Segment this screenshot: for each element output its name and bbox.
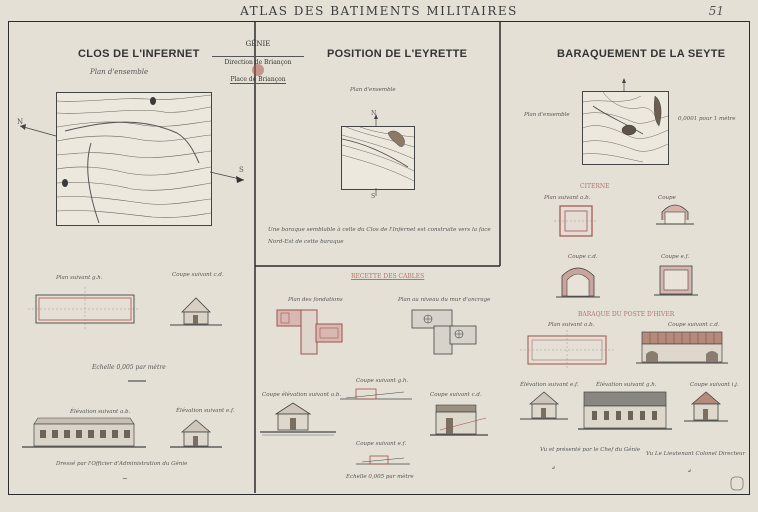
clos-south-label: S bbox=[239, 166, 244, 174]
baraque-cut-label: Coupe suivant c.d. bbox=[668, 322, 720, 328]
eyrette-note: Une baraque semblable à celle du Clos de… bbox=[268, 227, 491, 245]
baraque-plan-label: Plan suivant a.b. bbox=[548, 322, 595, 328]
cables-cut-gh: Coupe suivant g.h. bbox=[356, 378, 409, 384]
cables-plan-wall: Plan au niveau du mur d'ancrage bbox=[398, 297, 491, 303]
baraque-elevation-ef: Élévation suivant e.f. bbox=[520, 382, 579, 388]
eyrette-plan-label: Plan d'ensemble bbox=[350, 87, 396, 93]
eyrette-south: S bbox=[371, 193, 376, 200]
sheet-header: ATLAS DES BATIMENTS MILITAIRES 51 bbox=[0, 0, 758, 22]
cables-cut-elevation: Coupe élévation suivant a.b. bbox=[262, 392, 342, 398]
clos-plan-note: Plan suivant g.h. bbox=[56, 275, 103, 281]
eyrette-contour-map bbox=[341, 126, 415, 190]
seyte-signature-left: Vu et présenté par le Chef du Génie bbox=[540, 447, 641, 453]
clos-cut-note: Coupe suivant c.d. bbox=[172, 272, 224, 278]
clos-signature-note: Dressé par l'Officier d'Administration d… bbox=[56, 461, 188, 467]
signature-scribble-left: 𝓈 bbox=[552, 462, 555, 471]
eyrette-title: POSITION DE L'EYRETTE bbox=[327, 48, 468, 60]
baraque-cut-ij: Coupe suivant i.j. bbox=[690, 382, 739, 388]
baraque-elevation-gh: Élévation suivant g.h. bbox=[596, 382, 657, 388]
page-number: 51 bbox=[708, 4, 724, 18]
baraque-title: BARAQUE DU POSTE D'HIVER bbox=[578, 311, 675, 318]
cables-plan-foundations: Plan des fondations bbox=[288, 297, 343, 303]
clos-elevation-ef-label: Élévation suivant e.f. bbox=[176, 408, 235, 414]
cables-title: RECETTE DES CABLES bbox=[351, 273, 425, 280]
cables-cut-cd: Coupe suivant c.d. bbox=[430, 392, 482, 398]
seyte-scale-label: 0,0001 pour 1 mètre bbox=[678, 116, 736, 122]
citerne-title: CITERNE bbox=[580, 183, 610, 190]
cartouche-genie: GÉNIE bbox=[245, 40, 271, 48]
signature-scribble-right: 𝓈 bbox=[688, 465, 691, 474]
clos-contour-map bbox=[56, 92, 212, 226]
citerne-cut-label: Coupe bbox=[658, 195, 676, 201]
outer-frame bbox=[8, 21, 750, 495]
seyte-signature-right: Vu Le Lieutenant Colonel Directeur bbox=[646, 451, 746, 457]
eyrette-north: N bbox=[371, 110, 377, 117]
citerne-plan-label: Plan suivant a.b. bbox=[544, 195, 591, 201]
clos-signature: ~ bbox=[122, 475, 128, 483]
genie-cartouche: GÉNIE Direction de Briançon Place de Bri… bbox=[212, 40, 304, 85]
cables-cut-ef: Coupe suivant e.f. bbox=[356, 441, 407, 447]
cables-scale: Echelle 0,005 par mètre bbox=[346, 474, 414, 480]
clos-north-label: N bbox=[17, 118, 24, 126]
clos-plan-label: Plan d'ensemble bbox=[90, 68, 149, 76]
clos-elevation-ab-label: Élévation suivant a.b. bbox=[70, 409, 131, 415]
seyte-plan-label: Plan d'ensemble bbox=[524, 112, 570, 118]
cartouche-place: Place de Briançon bbox=[230, 76, 286, 84]
seyte-contour-map bbox=[582, 91, 669, 165]
cartouche-direction: Direction de Briançon bbox=[212, 56, 304, 66]
atlas-title: ATLAS DES BATIMENTS MILITAIRES bbox=[240, 4, 518, 18]
citerne-cut-ef: Coupe e.f. bbox=[661, 254, 690, 260]
clos-title: CLOS DE L'INFERNET bbox=[78, 48, 200, 60]
seyte-title: BARAQUEMENT DE LA SEYTE bbox=[557, 48, 726, 60]
clos-scale: Echelle 0,005 par mètre bbox=[92, 364, 166, 371]
citerne-cut-cd: Coupe c.d. bbox=[568, 254, 598, 260]
